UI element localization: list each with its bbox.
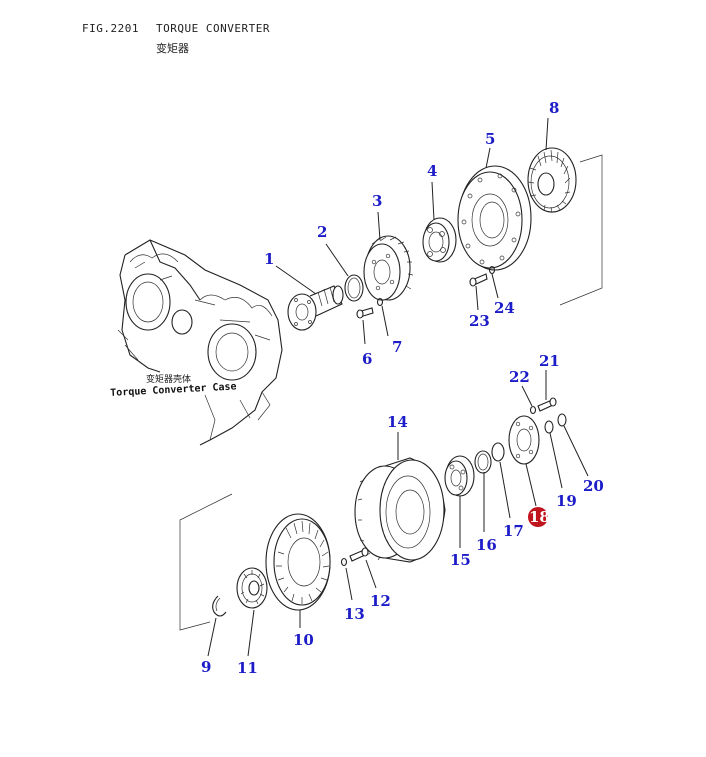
callout-17: 17 bbox=[503, 522, 524, 540]
callout-15: 15 bbox=[450, 551, 471, 569]
callout-8: 8 bbox=[549, 99, 559, 117]
part-18-hub bbox=[508, 415, 540, 465]
part-12-bolt bbox=[349, 547, 369, 562]
callout-13: 13 bbox=[344, 605, 365, 623]
part-17-ring bbox=[491, 442, 505, 462]
part-8-wheel bbox=[527, 147, 577, 214]
callout-23: 23 bbox=[469, 312, 490, 330]
callout-3: 3 bbox=[372, 192, 382, 210]
callout-2: 2 bbox=[317, 223, 327, 241]
part-7-washer bbox=[376, 297, 384, 307]
callout-20: 20 bbox=[583, 477, 604, 495]
part-5-cover bbox=[457, 165, 532, 271]
part-16-ring bbox=[474, 450, 492, 474]
callout-4: 4 bbox=[427, 162, 437, 180]
part-24-washer bbox=[488, 265, 496, 275]
part-10-turbine bbox=[265, 513, 331, 611]
leader-lines bbox=[207, 117, 589, 657]
part-14-housing bbox=[354, 457, 446, 563]
callout-7: 7 bbox=[392, 338, 402, 356]
part-3-gear bbox=[363, 235, 414, 301]
callout-1: 1 bbox=[264, 250, 274, 268]
callout-24: 24 bbox=[494, 299, 515, 317]
part-23-bolt bbox=[469, 273, 488, 287]
assembly-bracket-upper bbox=[559, 154, 603, 306]
callout-12: 12 bbox=[370, 592, 391, 610]
part-13-washer bbox=[340, 557, 348, 567]
part-21-bolt bbox=[537, 397, 557, 412]
part-9-snap-ring bbox=[212, 595, 227, 617]
callout-9: 9 bbox=[201, 658, 211, 676]
part-19-o-ring bbox=[544, 420, 554, 434]
callout-18: 18 bbox=[529, 508, 550, 526]
callout-22: 22 bbox=[509, 368, 530, 386]
callout-19: 19 bbox=[556, 492, 577, 510]
figure-title-cn: 变矩器 bbox=[156, 42, 189, 55]
part-4-bearing bbox=[422, 217, 457, 263]
part-6-bolt bbox=[356, 307, 374, 319]
part-1-flange bbox=[287, 285, 344, 331]
callout-16: 16 bbox=[476, 536, 497, 554]
callout-6: 6 bbox=[362, 350, 372, 368]
callout-18-highlight bbox=[528, 507, 548, 527]
figure-title: TORQUE CONVERTER bbox=[156, 22, 270, 35]
callouts: 1 2 3 4 5 6 7 8 9 10 11 12 13 14 15 16 1… bbox=[201, 99, 604, 677]
callout-5: 5 bbox=[485, 130, 495, 148]
part-20-snap-ring bbox=[557, 413, 567, 427]
assembly-bracket-lower bbox=[179, 493, 233, 631]
part-2-snap-ring bbox=[344, 274, 364, 302]
part-15-bearing bbox=[444, 455, 475, 497]
callout-14: 14 bbox=[387, 413, 408, 431]
callout-10: 10 bbox=[293, 631, 314, 649]
part-22-washer bbox=[529, 405, 537, 415]
figure-code: FIG.2201 bbox=[82, 22, 139, 35]
callout-11: 11 bbox=[237, 659, 258, 677]
torque-converter-case bbox=[117, 239, 283, 446]
case-label-cn: 变矩器壳体 bbox=[146, 375, 192, 385]
part-11-hub bbox=[236, 567, 268, 609]
callout-21: 21 bbox=[539, 352, 560, 370]
